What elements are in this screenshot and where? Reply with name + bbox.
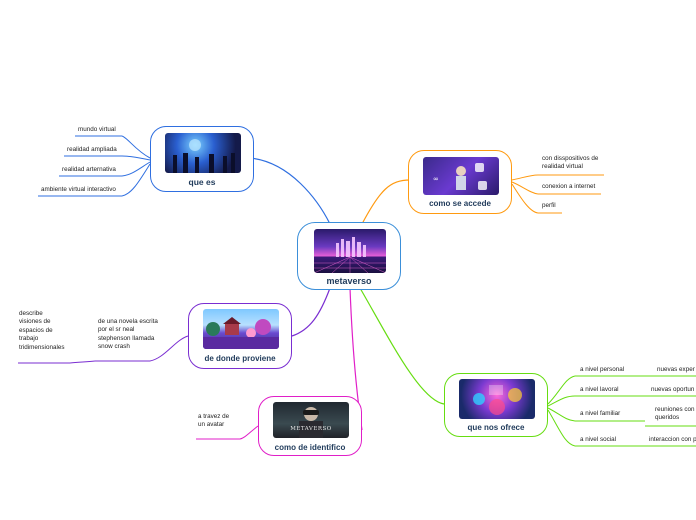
topic-de-donde-proviene[interactable]: de donde proviene [188, 303, 292, 369]
leaf-nivel-personal[interactable]: a nivel personal [580, 366, 625, 373]
leaf-reuniones-queridos[interactable]: reuniones con queridos [655, 406, 695, 422]
como-se-accede-label: como se accede [429, 199, 491, 208]
identifico-label: como de identifico [274, 443, 346, 452]
leaf-realidad-arternativa[interactable]: realidad arternativa [62, 166, 116, 173]
que-es-label: que es [188, 177, 216, 187]
leaf-nuevas-exper[interactable]: nuevas exper [657, 366, 695, 373]
leaf-novela-snow-crash[interactable]: de una novela escrita por el sr neal ste… [98, 318, 158, 351]
topic-como-se-accede[interactable]: ∞ como se accede [408, 150, 512, 214]
leaf-nuevas-oportun[interactable]: nuevas oportun [651, 386, 695, 393]
link-que-nos-ofrece [359, 287, 445, 405]
que-nos-ofrece-label: que nos ofrece [467, 423, 525, 432]
leaf-conexion-internet[interactable]: conexion a internet [542, 183, 596, 190]
identifico-leaf-links [196, 425, 259, 440]
svg-text:∞: ∞ [433, 175, 439, 183]
link-como-se-accede [361, 179, 411, 225]
leaf-perfil[interactable]: perfil [542, 202, 556, 209]
leaf-nivel-social[interactable]: a nivel social [580, 436, 617, 443]
leaf-ambiente-virtual[interactable]: ambiente virtual interactivo [41, 186, 116, 193]
topic-como-de-identifico[interactable]: METAVERSO como de identifico [258, 396, 362, 456]
topic-que-es[interactable]: que es [150, 126, 254, 192]
leaf-interaccion-con-p[interactable]: interaccion con p [649, 436, 696, 443]
central-topic-label: metaverso [326, 276, 372, 286]
leaf-nivel-familiar[interactable]: a nivel familiar [580, 410, 621, 417]
como-se-accede-image: ∞ [423, 157, 499, 195]
que-es-image [165, 133, 241, 173]
leaf-realidad-ampliada[interactable]: realidad ampliada [67, 146, 117, 153]
central-topic-metaverso[interactable]: metaverso [297, 222, 401, 290]
link-que-es [249, 157, 331, 225]
que-es-leaf-links [38, 135, 151, 197]
identifico-image-caption: METAVERSO [290, 426, 332, 432]
leaf-visiones-tridimensionales[interactable]: describe visiones de espacios de trabajo… [19, 310, 65, 351]
de-donde-leaf-links [18, 335, 189, 364]
de-donde-label: de donde proviene [204, 354, 276, 363]
leaf-dispositivos-rv[interactable]: con disspositivos de realidad virtual [542, 155, 599, 171]
link-de-donde [291, 287, 331, 337]
identifico-image: METAVERSO [273, 402, 349, 438]
que-nos-ofrece-image [459, 379, 535, 419]
leaf-nivel-lavoral[interactable]: a nivel lavoral [580, 386, 619, 393]
de-donde-image [203, 309, 279, 349]
como-se-accede-leaf-links [511, 174, 604, 214]
leaf-avatar[interactable]: a travez de un avatar [198, 413, 230, 429]
metaverso-image [314, 229, 386, 273]
que-nos-ofrece-leaf-links [547, 375, 696, 447]
leaf-mundo-virtual[interactable]: mundo virtual [78, 126, 116, 133]
topic-que-nos-ofrece[interactable]: que nos ofrece [444, 373, 548, 437]
